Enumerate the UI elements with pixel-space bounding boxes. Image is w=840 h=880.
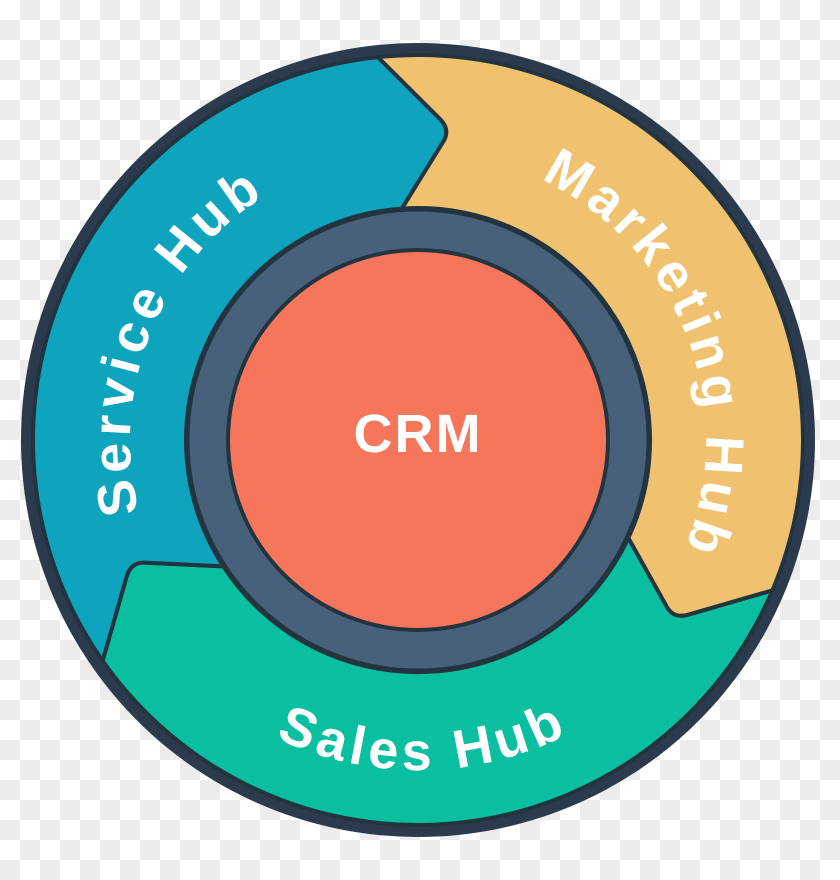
sales-hub-segment — [100, 536, 775, 827]
service-hub-segment — [31, 55, 449, 663]
crm-center-circle — [226, 248, 610, 632]
crm-label: CRM — [354, 404, 483, 464]
marketing-hub-segment — [375, 53, 805, 618]
